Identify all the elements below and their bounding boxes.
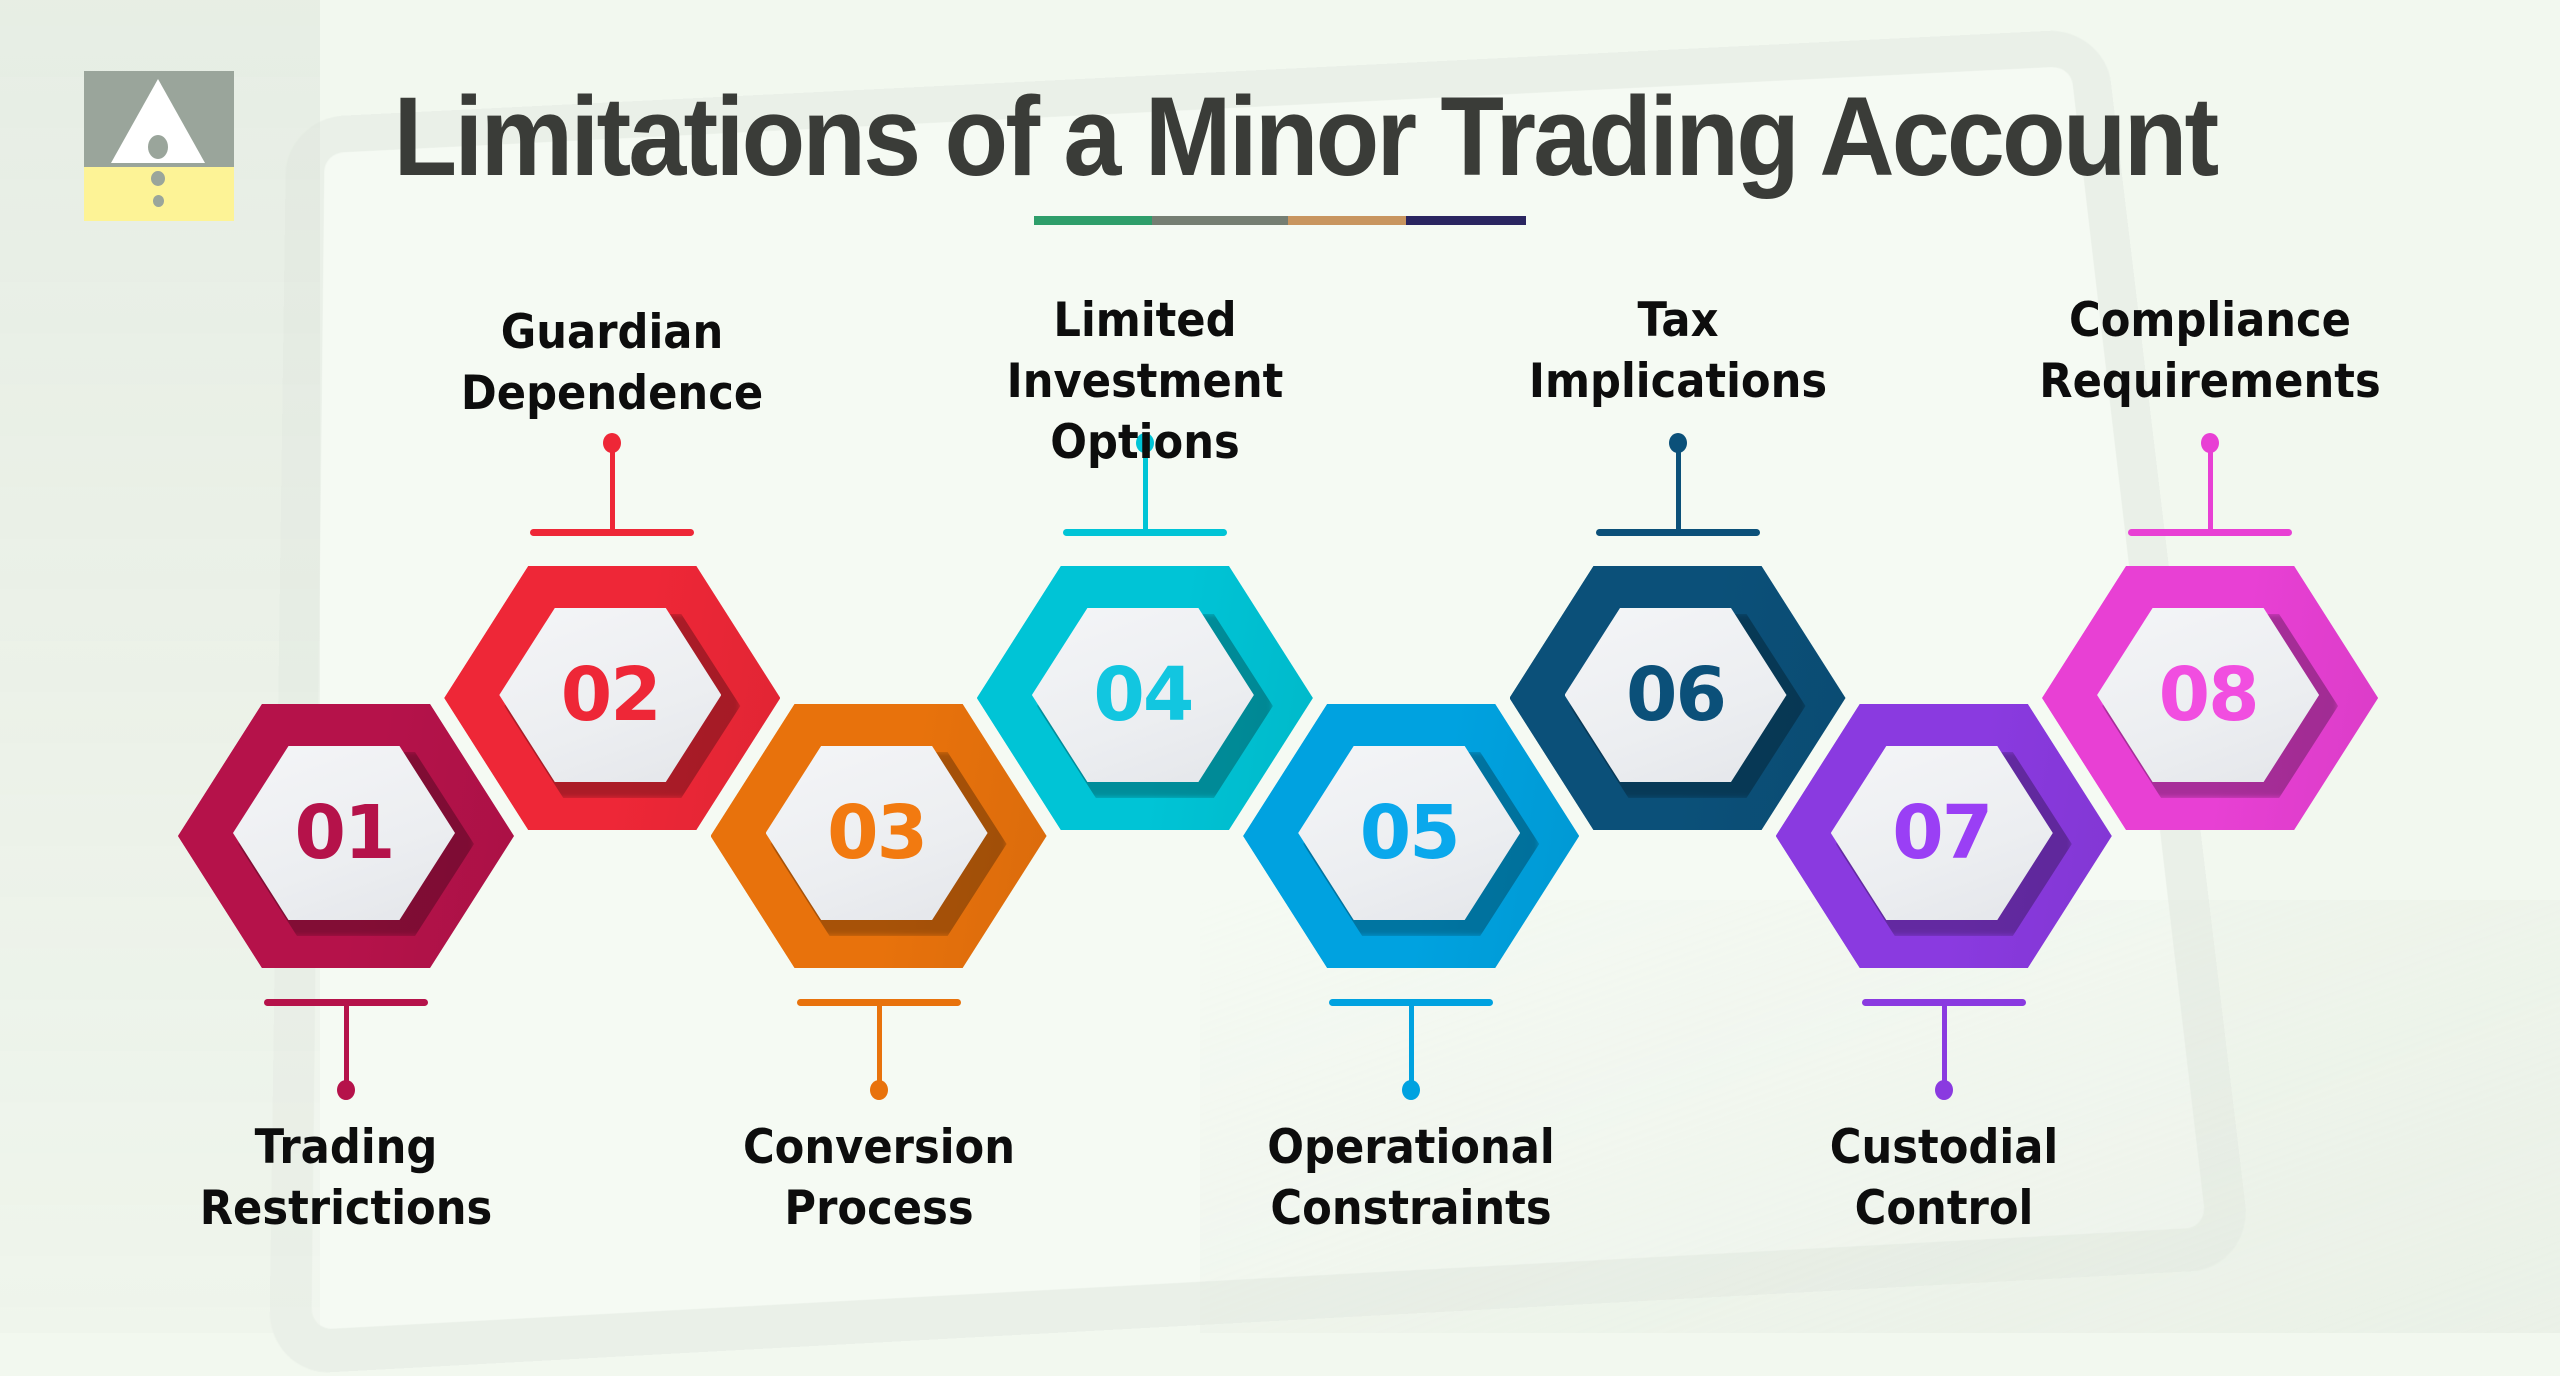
connector-stem: [2208, 445, 2214, 531]
step-number: 07: [1892, 790, 1993, 876]
logo-dot: [153, 195, 164, 207]
connector-stem: [1409, 1002, 1415, 1088]
step-number: 06: [1626, 652, 1727, 738]
label-line-1: Operational: [1267, 1120, 1555, 1175]
hexagon-inner: 04: [1031, 608, 1254, 782]
label-line-2: Restrictions: [199, 1181, 493, 1236]
step-number: 08: [2158, 652, 2260, 738]
hexagon-inner: 07: [1830, 746, 2053, 920]
connector-dot: [1402, 1080, 1421, 1100]
label-line-1: Custodial: [1829, 1120, 2058, 1175]
connector-bar: [1062, 529, 1227, 536]
label-line-2: Control: [1854, 1181, 2034, 1236]
connector-stem: [1941, 1002, 1947, 1088]
logo-dot: [148, 135, 168, 159]
label-line-2: Requirements: [2039, 354, 2381, 409]
label-line-2: Implications: [1528, 354, 1827, 409]
hexagon-outer: [1243, 704, 1580, 968]
label-line-1: Conversion: [742, 1120, 1015, 1175]
connector-dot: [1934, 1080, 1953, 1100]
hexagon-inner: 03: [765, 746, 988, 920]
label-line-1: Trading: [254, 1120, 438, 1175]
underline-segment: [1288, 216, 1406, 225]
underline-segment: [1152, 216, 1288, 225]
connector-stem: [876, 1002, 882, 1088]
label-line-1: Guardian: [501, 305, 724, 360]
connector-bar: [1595, 529, 1760, 536]
connector-bar: [530, 529, 695, 536]
connector-dot: [2201, 433, 2220, 453]
step-number: 05: [1359, 790, 1461, 876]
background-blur-bottom: [1200, 900, 2560, 1333]
connector-dot: [1135, 433, 1154, 453]
hexagon-inner: 01: [233, 746, 455, 920]
label-line-2: Dependence: [461, 366, 764, 421]
underline-segment: [1406, 216, 1526, 225]
connector-stem: [610, 445, 616, 531]
logo-dot: [151, 171, 165, 186]
hexagon-inner: 02: [499, 608, 722, 782]
label-line-2: Process: [784, 1181, 974, 1236]
step-number: 03: [827, 790, 928, 876]
label-line-2: Options: [1050, 415, 1240, 470]
underline-segment: [1034, 216, 1152, 225]
connector-dot: [603, 433, 622, 453]
hexagon-inner: 06: [1564, 608, 1787, 782]
page-title: Limitations of a Minor Trading Account: [393, 74, 2220, 199]
hexagon-inner: 08: [2097, 608, 2320, 782]
label-line-1: Limited Investment: [1006, 293, 1284, 409]
hexagon-inner: 05: [1298, 746, 1521, 920]
connector-stem: [344, 1002, 349, 1088]
connector-dot: [869, 1080, 888, 1100]
label-line-1: Compliance: [2069, 293, 2352, 348]
label-line-2: Constraints: [1270, 1181, 1552, 1236]
label-line-1: Tax: [1636, 293, 1718, 348]
warning-triangle-logo-icon: [84, 71, 234, 221]
step-number: 01: [294, 790, 396, 876]
connector-bar: [2128, 529, 2293, 536]
step-number: 04: [1093, 652, 1194, 738]
background-blur-left: [0, 0, 320, 1333]
connector-stem: [1142, 445, 1148, 531]
connector-dot: [1668, 433, 1687, 453]
connector-dot: [337, 1080, 355, 1100]
connector-stem: [1675, 445, 1681, 531]
step-number: 02: [560, 652, 662, 738]
